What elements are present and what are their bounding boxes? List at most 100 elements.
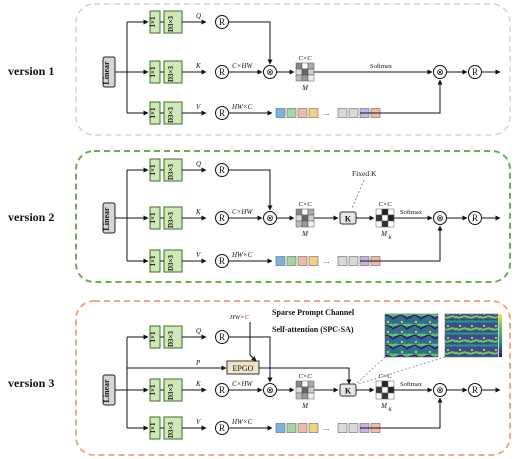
reshape-out-v1-text: R (472, 67, 478, 77)
conv1x1-label-v31: 1×1 (149, 384, 157, 395)
sparse-matrix-v3-cell (387, 380, 395, 388)
q-label-v1: Q (196, 12, 201, 20)
v-tokens-v3-token (308, 423, 319, 433)
prompt-to-epgo (249, 322, 257, 362)
reshape-out-v2 (468, 211, 482, 225)
reshape-q-v3-text: R (219, 332, 225, 342)
reshape-q-v1 (215, 15, 229, 29)
sparse-matrix-v2-cell (387, 220, 395, 228)
p-label: P (195, 359, 201, 367)
epgo-to-k (259, 367, 352, 385)
sparse-matrix-v2-cell (381, 208, 389, 216)
v-tokens-v1-token (275, 108, 286, 118)
hwc-label-v1: HW×C (231, 103, 253, 111)
version-3-frame (75, 300, 511, 456)
cc2-label-v3: C×C (378, 373, 392, 380)
dconv3x3-label-v12: D3×3 (167, 106, 175, 123)
attention-matrix-v3-cell (307, 392, 315, 400)
reshape-v-v3-text: R (219, 423, 225, 433)
conv1x1-label-v21: 1×1 (149, 212, 157, 223)
v-to-mul-v3 (360, 397, 443, 429)
v-tokens-v2-token (286, 256, 297, 266)
v-tokens-v3-token (337, 423, 348, 433)
reshape-out-v1 (468, 65, 482, 79)
reshape-v-v2-text: R (219, 256, 225, 266)
v-tokens-v1-token (308, 108, 319, 118)
attention-matrix-v3-cell (301, 386, 309, 394)
reshape-v-v1 (215, 106, 229, 120)
v-tokens-v2-token (275, 256, 286, 266)
reshape-out-v2-text: R (472, 213, 478, 223)
attention-matrix-v3-cell (301, 380, 309, 388)
chw-label-v3: C×HW (232, 380, 253, 388)
matmul-av-v1-text: ⊗ (436, 67, 444, 77)
reshape-q-v3 (215, 330, 229, 344)
cc-label-v1: C×C (298, 55, 312, 62)
attention-matrix-v2-cell (301, 208, 309, 216)
v-tokens-v2-token (348, 256, 359, 266)
softmax-label-v3: Softmax (400, 381, 423, 388)
v-label-v3: V (196, 418, 201, 426)
hwc-label-v3: HW×C (231, 418, 253, 426)
topk-label-v2: K (345, 215, 352, 224)
sparse-matrix-v2-cell (387, 214, 395, 222)
chw-label-v1: C×HW (232, 62, 253, 70)
m-label-v3: M (301, 402, 309, 410)
version-3-label: version 3 (8, 376, 55, 390)
version-1-frame (75, 3, 511, 136)
epgo-label: EPGO (233, 364, 254, 373)
q-label-v3: Q (196, 327, 201, 335)
matmul-qk-v3-text: ⊗ (266, 385, 274, 395)
attention-matrix-v3-cell (295, 386, 303, 394)
dconv3x3-label-v10: D3×3 (167, 15, 175, 32)
matmul-qk-v2 (263, 211, 277, 225)
k-label-v2: K (195, 208, 201, 216)
cc2-label-v2: C×C (378, 201, 392, 208)
v-to-mul-v2 (360, 225, 443, 262)
mk-label-v3: M (380, 402, 388, 410)
cc-label-v3: C×C (298, 373, 312, 380)
matmul-qk-v3 (263, 383, 277, 397)
cc-label-v2: C×C (298, 201, 312, 208)
attention-matrix-v1-cell (301, 68, 309, 76)
reshape-q-v2-text: R (219, 165, 225, 175)
reshape-k-v1-text: R (219, 67, 225, 77)
attention-matrix-v1-cell (295, 62, 303, 70)
linear-label-v2: Linear (102, 207, 111, 231)
conv1x1-label-v10: 1×1 (149, 16, 157, 27)
sparse-matrix-v3-cell (387, 392, 395, 400)
topk-label-v3: K (345, 387, 352, 396)
reshape-out-v3-text: R (472, 385, 478, 395)
heatmap-image-2 (444, 313, 499, 358)
heatmap-image-1 (384, 313, 439, 358)
linear-label-v3: Linear (102, 379, 111, 403)
mk-sub-label-v3: K (387, 408, 392, 413)
sparse-matrix-v2-cell (375, 214, 383, 222)
sparse-matrix-v3-cell (387, 386, 395, 394)
v-tokens-v2-ellipsis: ... (324, 257, 330, 265)
q-to-mul-v3 (229, 336, 273, 383)
v-label-v2: V (196, 251, 201, 259)
matmul-qk-v1 (263, 65, 277, 79)
attention-matrix-v2-cell (301, 214, 309, 222)
version-2-frame (75, 150, 511, 283)
attention-matrix-v3-cell (301, 392, 309, 400)
dconv3x3-label-v22: D3×3 (167, 254, 175, 271)
attention-matrix-v2-cell (295, 208, 303, 216)
dconv3x3-label-v31: D3×3 (167, 383, 175, 400)
matmul-av-v1 (433, 65, 447, 79)
matmul-qk-v2-text: ⊗ (266, 213, 274, 223)
dconv3x3-label-v32: D3×3 (167, 421, 175, 438)
q-to-mul-v1 (229, 21, 273, 65)
conv1x1-label-v20: 1×1 (149, 164, 157, 175)
v-tokens-v3-ellipsis: ... (324, 424, 330, 432)
reshape-k-v3-text: R (219, 385, 225, 395)
linear-label-v1: Linear (102, 61, 111, 85)
chw-label-v2: C×HW (232, 208, 253, 216)
attention-matrix-v1-cell (295, 74, 303, 82)
sparse-matrix-v2-cell (375, 220, 383, 228)
matmul-qk-v1-text: ⊗ (266, 67, 274, 77)
v-tokens-v3-token (348, 423, 359, 433)
sparse-matrix-v3-cell (381, 380, 389, 388)
